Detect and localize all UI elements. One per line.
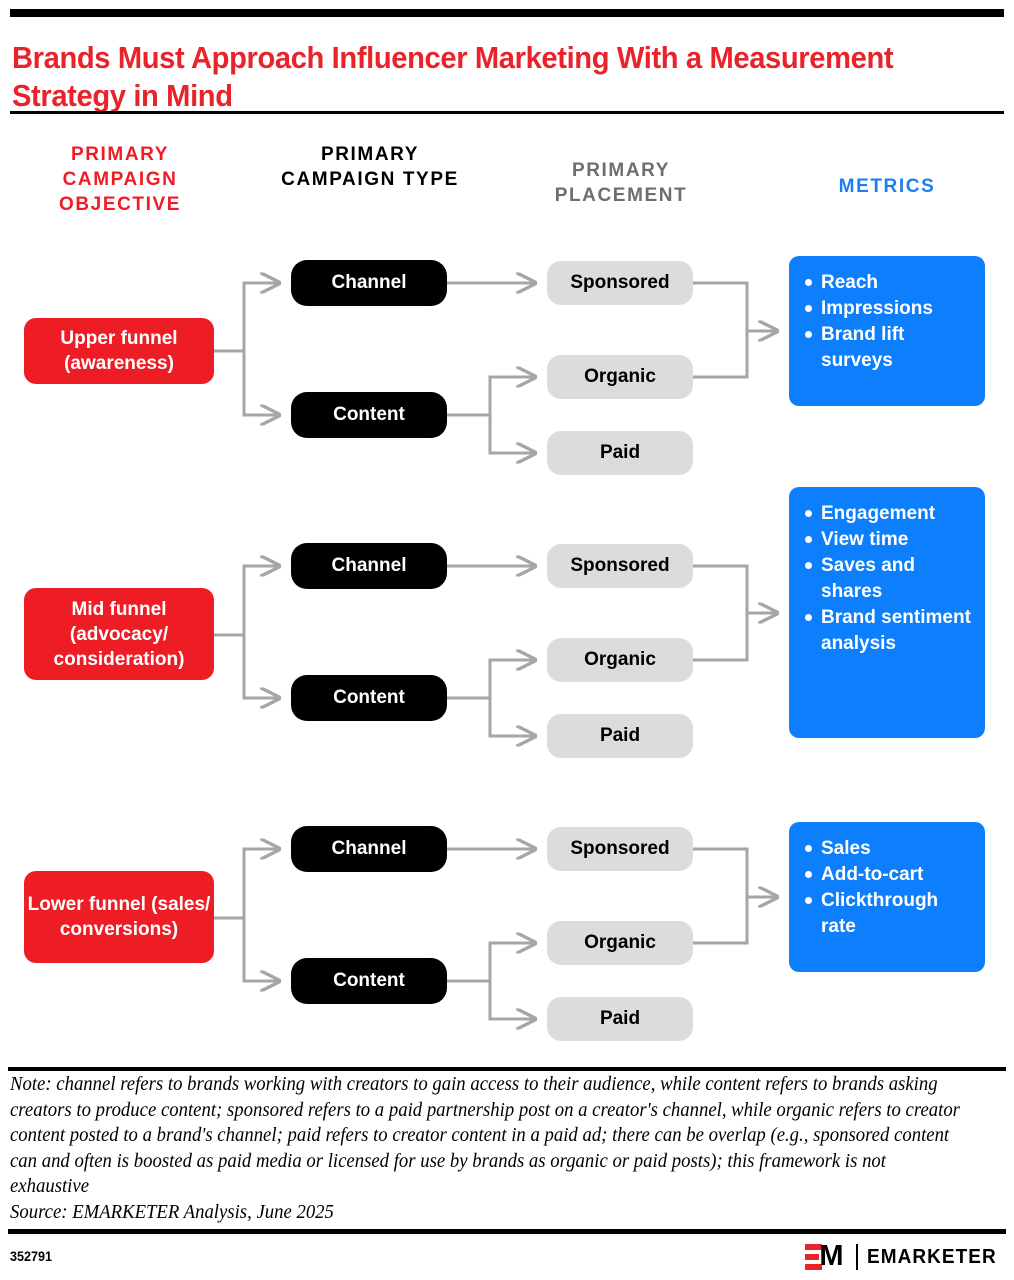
placement-box-sponsored[interactable]: Sponsored (547, 261, 693, 305)
metrics-box[interactable]: Sales Add-to-cart Clickthrough rate (789, 822, 985, 972)
campaign-type-box-channel[interactable]: Channel (291, 826, 447, 872)
placement-box-organic[interactable]: Organic (547, 921, 693, 965)
brand-wordmark: EMARKETER (867, 1245, 998, 1268)
page-title: Brands Must Approach Influencer Marketin… (12, 39, 894, 113)
column-header-objective: PRIMARY CAMPAIGN OBJECTIVE (58, 144, 182, 215)
logo-divider (856, 1244, 859, 1270)
metric-item: Brand sentiment analysis (805, 605, 975, 657)
metric-item: Reach (805, 270, 975, 296)
metric-item: Add-to-cart (805, 862, 975, 888)
note-block: Note: channel refers to brands working w… (10, 1072, 966, 1225)
source-text: Source: EMARKETER Analysis, June 2025 (10, 1201, 334, 1223)
column-header-metrics: METRICS (838, 176, 936, 197)
note-text: Note: channel refers to brands working w… (10, 1074, 960, 1197)
metric-item: Clickthrough rate (805, 888, 975, 940)
column-header-placement: PRIMARY PLACEMENT (554, 160, 688, 206)
placement-box-paid[interactable]: Paid (547, 714, 693, 758)
metric-item: Impressions (805, 296, 975, 322)
top-rule (10, 9, 1004, 17)
objective-box[interactable]: Lower funnel (sales/ conversions) (24, 871, 214, 963)
metrics-box[interactable]: Reach Impressions Brand lift surveys (789, 256, 985, 406)
placement-box-paid[interactable]: Paid (547, 431, 693, 475)
note-divider-rule (8, 1067, 1006, 1071)
placement-box-sponsored[interactable]: Sponsored (547, 544, 693, 588)
emarketer-logo: M EMARKETER (805, 1242, 1004, 1271)
metric-item: Saves and shares (805, 553, 975, 605)
objective-box[interactable]: Mid funnel (advocacy/ consideration) (24, 588, 214, 680)
placement-box-paid[interactable]: Paid (547, 997, 693, 1041)
em-monogram-icon: M (805, 1242, 847, 1271)
campaign-type-box-content[interactable]: Content (291, 392, 447, 438)
campaign-type-box-channel[interactable]: Channel (291, 260, 447, 306)
placement-box-organic[interactable]: Organic (547, 355, 693, 399)
placement-box-sponsored[interactable]: Sponsored (547, 827, 693, 871)
campaign-type-box-content[interactable]: Content (291, 675, 447, 721)
footer-rule (8, 1229, 1006, 1234)
column-header-campaign-type: PRIMARY CAMPAIGN TYPE (281, 144, 459, 190)
metrics-box[interactable]: Engagement View time Saves and shares Br… (789, 487, 985, 738)
metric-item: View time (805, 527, 975, 553)
chart-id: 352791 (10, 1248, 53, 1264)
title-underline-rule (10, 111, 1004, 114)
campaign-type-box-channel[interactable]: Channel (291, 543, 447, 589)
placement-box-organic[interactable]: Organic (547, 638, 693, 682)
metric-item: Engagement (805, 501, 975, 527)
metric-item: Brand lift surveys (805, 322, 975, 374)
metric-item: Sales (805, 836, 975, 862)
campaign-type-box-content[interactable]: Content (291, 958, 447, 1004)
objective-box[interactable]: Upper funnel (awareness) (24, 318, 214, 384)
